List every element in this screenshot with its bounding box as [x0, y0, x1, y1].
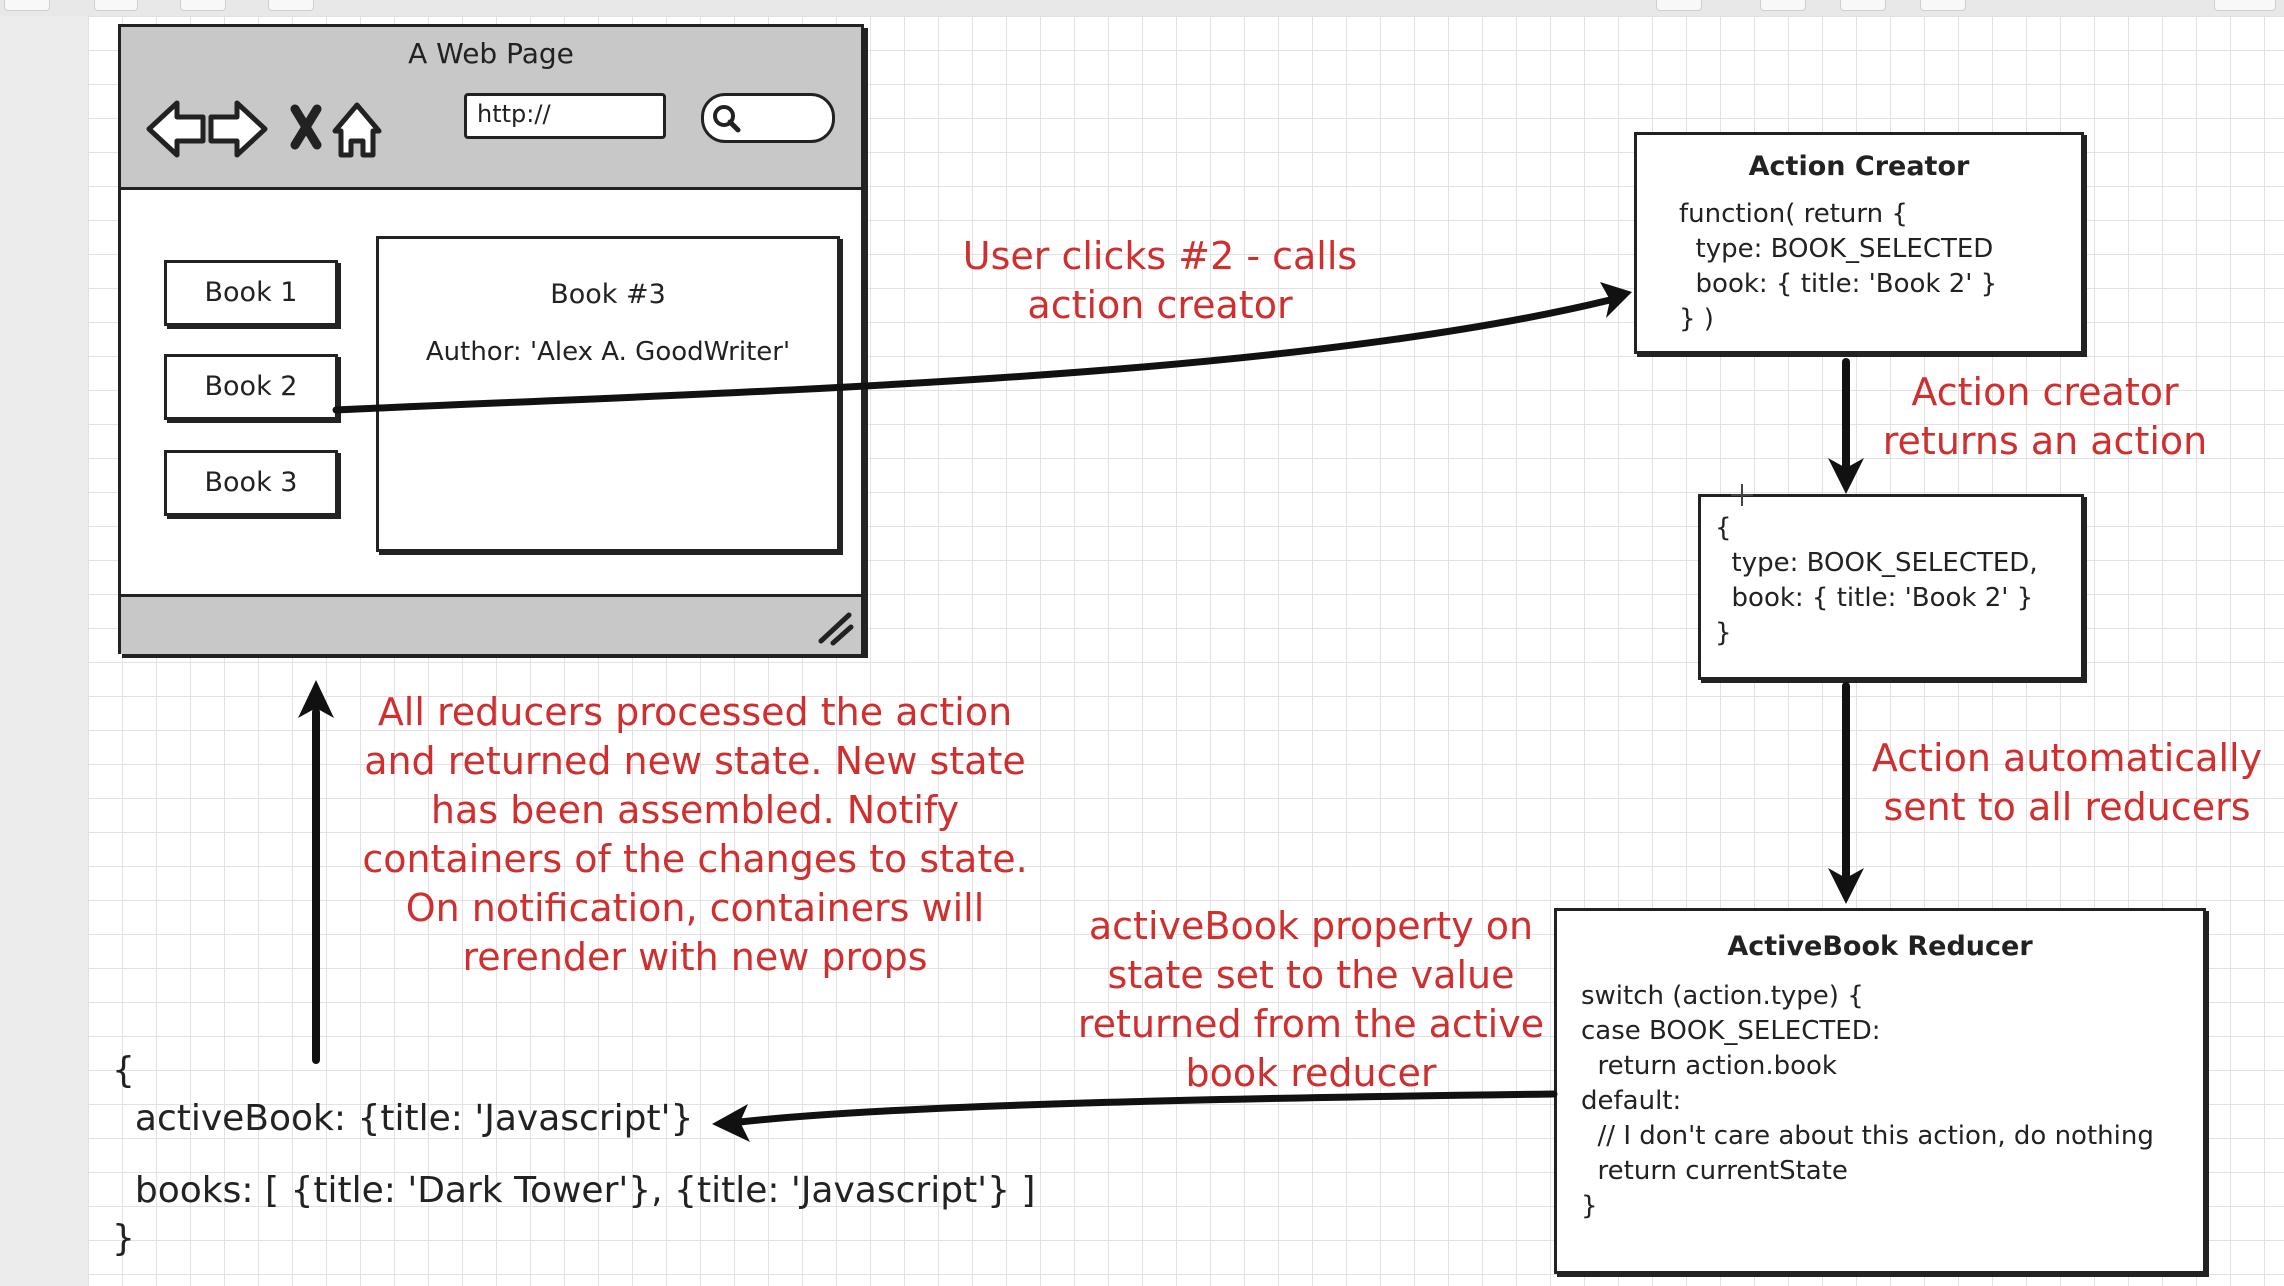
toolbar-tab[interactable] [4, 0, 50, 11]
book-label: Book 3 [204, 467, 298, 498]
action-object-line: book: { title: 'Book 2' } [1715, 583, 2034, 613]
action-object-line: type: BOOK_SELECTED, [1715, 548, 2038, 578]
annotation-line: activeBook property on [1088, 904, 1534, 948]
book-detail-title: Book #3 [550, 279, 666, 310]
reducer-title: ActiveBook Reducer [1727, 931, 2033, 962]
toolbar-tab[interactable] [2214, 0, 2276, 11]
toolbar-tab[interactable] [94, 0, 138, 11]
toolbar-tab[interactable] [1920, 0, 1966, 11]
state-line: activeBook: {title: 'Javascript'} [112, 1098, 694, 1139]
resize-grip-icon[interactable] [815, 607, 855, 647]
browser-toolbar: A Web Page http:// [121, 27, 861, 190]
reducer-line: switch (action.type) { [1581, 981, 1864, 1011]
action-creator-box: Action Creator function( return { type: … [1634, 132, 2084, 354]
action-creator-line: function( return { [1679, 199, 1908, 229]
annotation-line: returns an action [1882, 419, 2208, 463]
annotation-line: book reducer [1185, 1051, 1437, 1095]
annotation-line: and returned new state. New state [364, 739, 1026, 783]
action-object-box: { type: BOOK_SELECTED, book: { title: 'B… [1698, 494, 2084, 680]
toolbar-tab[interactable] [1760, 0, 1806, 11]
url-field[interactable]: http:// [464, 93, 666, 139]
reducer-line: case BOOK_SELECTED: [1581, 1016, 1881, 1046]
reducer-line: default: [1581, 1086, 1682, 1116]
book-detail-author: Author: 'Alex A. GoodWriter' [425, 337, 791, 367]
search-icon [713, 105, 741, 133]
annotation-line: Action creator [1911, 370, 2179, 414]
annotation-line: User clicks #2 - calls [962, 234, 1358, 278]
home-icon [332, 102, 382, 158]
annotation-sent-to-reducers: Action automatically sent to all reducer… [1862, 734, 2272, 832]
toolbar-tab[interactable] [180, 0, 226, 11]
action-creator-line: } ) [1679, 304, 1714, 334]
state-line: } [112, 1218, 135, 1259]
reducer-line: // I don't care about this action, do no… [1581, 1121, 2154, 1151]
annotation-line: state set to the value [1107, 953, 1515, 997]
annotation-line: rerender with new props [462, 935, 928, 979]
annotation-line: containers of the changes to state. [362, 837, 1028, 881]
annotation-line: Action automatically [1871, 736, 2263, 780]
back-arrow-icon [146, 100, 206, 158]
annotation-user-clicks: User clicks #2 - calls action creator [920, 232, 1400, 330]
action-creator-title: Action Creator [1748, 151, 1970, 182]
left-panel [0, 16, 88, 1286]
action-creator-line: book: { title: 'Book 2' } [1679, 269, 1998, 299]
book-list-item-1[interactable]: Book 1 [164, 260, 338, 326]
search-field[interactable] [701, 93, 835, 143]
toolbar-tab[interactable] [268, 0, 314, 11]
reducer-line: } [1581, 1191, 1598, 1221]
toolbar-tab[interactable] [1840, 0, 1886, 11]
browser-nav-icons [146, 100, 382, 158]
annotation-line: On notification, containers will [405, 886, 985, 930]
book-label: Book 2 [204, 371, 298, 402]
toolbar-tab[interactable] [1656, 0, 1702, 11]
annotation-line: All reducers processed the action [377, 690, 1013, 734]
close-icon [290, 104, 322, 150]
book-list-item-2[interactable]: Book 2 [164, 354, 338, 420]
annotation-line: has been assembled. Notify [430, 788, 960, 832]
active-book-reducer-box: ActiveBook Reducer switch (action.type) … [1554, 908, 2206, 1274]
annotation-returns-action: Action creator returns an action [1860, 368, 2230, 466]
book-list-item-3[interactable]: Book 3 [164, 450, 338, 516]
annotation-active-book-property: activeBook property on state set to the … [1068, 902, 1554, 1098]
book-detail-panel: Book #3 Author: 'Alex A. GoodWriter' [376, 236, 840, 552]
reducer-line: return action.book [1581, 1051, 1837, 1081]
annotation-line: action creator [1027, 283, 1293, 327]
reducer-line: return currentState [1581, 1156, 1848, 1186]
forward-arrow-icon [208, 100, 268, 158]
book-label: Book 1 [204, 277, 298, 308]
action-object-line: { [1715, 513, 1732, 543]
state-line: books: [ {title: 'Dark Tower'}, {title: … [112, 1170, 1036, 1211]
annotation-all-reducers: All reducers processed the action and re… [354, 688, 1036, 982]
browser-title: A Web Page [408, 37, 574, 70]
state-object: { activeBook: {title: 'Javascript'} book… [112, 1048, 1112, 1278]
action-object-line: } [1715, 618, 1732, 648]
action-creator-line: type: BOOK_SELECTED [1679, 234, 1994, 264]
app-top-bar [0, 0, 2284, 17]
annotation-line: returned from the active [1077, 1002, 1545, 1046]
annotation-line: sent to all reducers [1883, 785, 2251, 829]
browser-statusbar [121, 594, 861, 654]
url-text: http:// [477, 100, 551, 128]
state-line: { [112, 1050, 135, 1091]
